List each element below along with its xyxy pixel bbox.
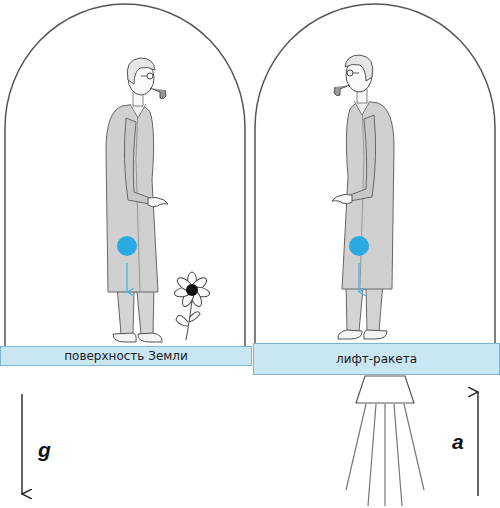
exhaust-ray [384, 404, 385, 506]
exhaust-ray [394, 404, 402, 506]
exhaust-ray [346, 404, 366, 490]
flower [173, 272, 210, 340]
exhaust-ray [368, 404, 376, 506]
man-figure [332, 55, 394, 339]
exhaust-ray [404, 404, 424, 490]
ground-band: лифт-ракета [253, 343, 500, 375]
vector-label: g [38, 438, 51, 462]
band-label: поверхность Земли [64, 349, 188, 363]
man-figure [106, 58, 168, 342]
band-label: лифт-ракета [336, 352, 417, 366]
ground-band: поверхность Земли [0, 346, 252, 366]
vector-label: a [452, 430, 464, 454]
